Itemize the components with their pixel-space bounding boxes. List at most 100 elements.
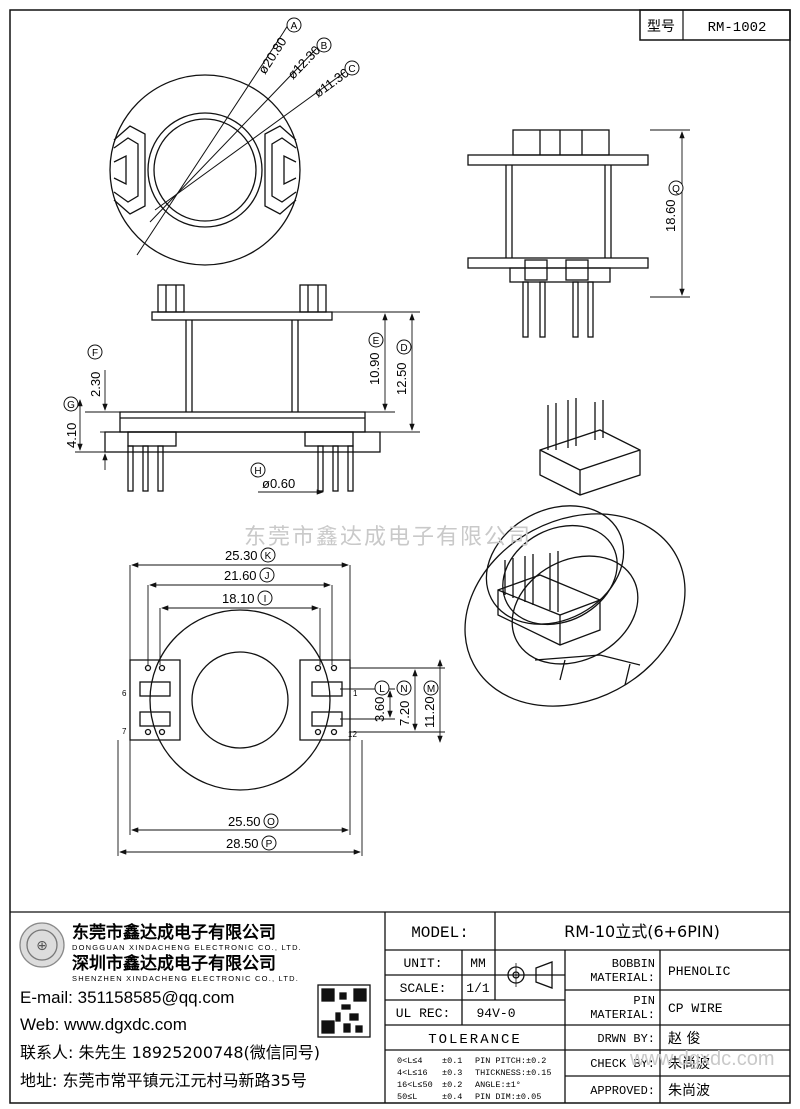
type-label: 型号 — [647, 19, 675, 35]
svg-text:H: H — [254, 466, 261, 477]
balloon-p: P — [261, 835, 277, 851]
pin-label-6: 6 — [122, 689, 127, 698]
dim-p-text: 28.50 — [226, 836, 259, 851]
svg-text:O: O — [267, 817, 275, 828]
company-address: 地址: 东莞市常平镇元江元村马新路35号 — [20, 1071, 307, 1090]
tol-range-3: 50≤L — [397, 1092, 417, 1102]
company-web: Web: www.dgxdc.com — [20, 1015, 187, 1034]
isometric-view — [464, 398, 686, 707]
tol-value-1: ±0.3 — [442, 1068, 462, 1078]
company-name-dg: 东莞市鑫达成电子有限公司 — [72, 922, 276, 943]
svg-text:K: K — [265, 551, 272, 562]
balloon-m: M — [423, 680, 439, 696]
balloon-e: E — [368, 332, 384, 348]
balloon-g: G — [63, 396, 79, 412]
svg-text:B: B — [321, 41, 328, 52]
dim-i-text: 18.10 — [222, 591, 255, 606]
tol-value-3: ±0.4 — [442, 1092, 462, 1102]
company-name-dg-en: DONGGUAN XINDACHENG ELECTRONIC CO., LTD. — [72, 943, 302, 952]
svg-text:M: M — [427, 684, 435, 695]
svg-text:F: F — [92, 348, 98, 359]
balloon-q: Q — [668, 180, 684, 196]
balloon-o: O — [263, 813, 279, 829]
model-value: RM-10立式(6+6PIN) — [564, 922, 720, 941]
tol-item-2: ANGLE:±1° — [475, 1080, 521, 1090]
svg-text:J: J — [265, 571, 270, 582]
svg-text:D: D — [400, 343, 407, 354]
scale-label: SCALE: — [400, 981, 447, 996]
balloon-k: K — [260, 547, 276, 563]
type-value: RM-1002 — [708, 20, 767, 36]
tol-range-2: 16<L≤50 — [397, 1080, 433, 1090]
tol-item-3: PIN DIM:±0.05 — [475, 1092, 541, 1102]
bobbin-label-1: BOBBIN — [612, 957, 655, 971]
svg-text:N: N — [400, 684, 407, 695]
tol-value-2: ±0.2 — [442, 1080, 462, 1090]
balloon-f: F — [87, 344, 103, 360]
side-view-right — [467, 129, 690, 338]
dim-g-text: 4.10 — [64, 423, 79, 448]
svg-text:Q: Q — [672, 184, 680, 195]
svg-text:I: I — [264, 594, 267, 605]
dim-f-text: 2.30 — [88, 372, 103, 397]
balloon-j: J — [259, 567, 275, 583]
balloon-d: D — [396, 339, 412, 355]
ulrec-value: 94V-0 — [476, 1006, 515, 1021]
balloon-b: B — [316, 37, 332, 53]
svg-text:P: P — [266, 839, 273, 850]
model-header: 型号 RM-1002 — [639, 9, 791, 41]
check-label: CHECK BY: — [590, 1057, 655, 1071]
company-name-sz-en: SHENZHEN XINDACHENG ELECTRONIC CO., LTD. — [72, 974, 299, 983]
pin-label-12: 12 — [348, 730, 357, 739]
side-view-front — [75, 284, 420, 495]
tol-range-0: 0<L≤4 — [397, 1056, 423, 1066]
svg-text:G: G — [67, 400, 75, 411]
approved-value: 朱尚波 — [668, 1083, 710, 1099]
unit-value: MM — [470, 956, 486, 971]
company-name-sz: 深圳市鑫达成电子有限公司 — [72, 953, 276, 974]
dim-h-text: ø0.60 — [262, 476, 295, 491]
dim-d-text: 12.50 — [394, 362, 409, 395]
drawn-label: DRWN BY: — [597, 1032, 655, 1046]
pin-label-2-text: MATERIAL: — [590, 1008, 655, 1022]
tol-value-0: ±0.1 — [442, 1056, 462, 1066]
model-label: MODEL: — [411, 924, 469, 942]
svg-text:L: L — [379, 684, 385, 695]
dim-n-text: 7.20 — [397, 701, 412, 726]
pin-label-7: 7 — [122, 727, 127, 736]
tol-item-1: THICKNESS:±0.15 — [475, 1068, 552, 1078]
bobbin-value: PHENOLIC — [668, 964, 731, 979]
bottom-view — [117, 562, 445, 856]
dim-m-text: 11.20 — [422, 696, 437, 728]
balloon-n: N — [396, 680, 412, 696]
balloon-l: L — [374, 680, 390, 696]
company-email: E-mail: 351158585@qq.com — [20, 988, 234, 1007]
title-block: ⊕ — [10, 911, 790, 1103]
watermark-company: 东莞市鑫达成电子有限公司 — [244, 525, 533, 550]
dim-e-text: 10.90 — [367, 352, 382, 385]
tol-range-1: 4<L≤16 — [397, 1068, 428, 1078]
balloon-h: H — [250, 462, 266, 478]
scale-value: 1/1 — [466, 981, 490, 996]
balloon-a: A — [286, 17, 302, 33]
tol-item-0: PIN PITCH:±0.2 — [475, 1056, 546, 1066]
svg-text:E: E — [373, 336, 380, 347]
bobbin-label-2: MATERIAL: — [590, 971, 655, 985]
svg-text:A: A — [291, 21, 298, 32]
pin-label-1: 1 — [353, 689, 358, 698]
svg-text:C: C — [348, 64, 355, 75]
watermark-website: www.dgxdc.com — [630, 1048, 775, 1070]
unit-label: UNIT: — [403, 956, 442, 971]
company-contact: 联系人: 朱先生 18925200748(微信同号) — [20, 1043, 320, 1062]
svg-text:⊕: ⊕ — [36, 938, 48, 954]
check-value: 朱尚波 — [668, 1056, 710, 1072]
dim-j-text: 21.60 — [224, 568, 257, 583]
dim-o-text: 25.50 — [228, 814, 261, 829]
top-view — [109, 24, 346, 266]
dim-k-text: 25.30 — [225, 548, 258, 563]
pin-label-1-text: PIN — [633, 994, 655, 1008]
dim-q-text: 18.60 — [663, 199, 678, 232]
drawn-value: 赵 俊 — [668, 1031, 700, 1047]
balloon-i: I — [257, 590, 273, 606]
